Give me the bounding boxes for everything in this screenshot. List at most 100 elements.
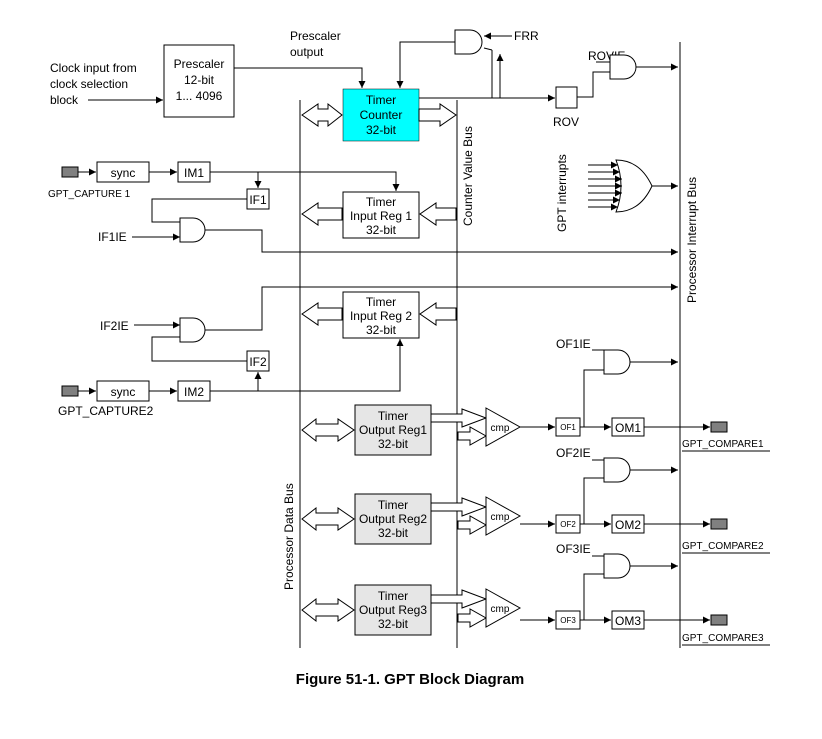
prescaler-output-label-1: Prescaler [290, 29, 341, 43]
output-reg3-cmp-arrow [430, 589, 488, 609]
if2ie-label: IF2IE [100, 319, 129, 333]
svg-text:OF3: OF3 [560, 616, 576, 625]
clock-input-label-1: Clock input from [50, 61, 137, 75]
svg-text:cmp: cmp [491, 604, 510, 615]
sync2-block: sync [96, 380, 150, 402]
svg-text:Timer: Timer [366, 195, 396, 209]
prescaler-output-label-2: output [290, 45, 324, 59]
if1ie-label: IF1IE [98, 230, 127, 244]
gpt-compare2-label: GPT_COMPARE2 [682, 541, 764, 552]
svg-text:sync: sync [111, 166, 136, 180]
svg-text:OF1: OF1 [560, 423, 576, 432]
of3-to-gate-wire [583, 573, 604, 620]
rov-to-gate-wire [577, 71, 610, 98]
gpt-compare3-pin [710, 614, 728, 626]
prescaler-block: Prescaler 12-bit 1... 4096 [163, 44, 235, 118]
of3-and-gate [603, 553, 631, 579]
input-reg1-data-arrow [301, 202, 343, 226]
svg-text:IM1: IM1 [184, 166, 204, 180]
svg-text:Timer: Timer [378, 409, 408, 423]
svg-text:32-bit: 32-bit [366, 123, 397, 137]
of3-block: OF3 [555, 610, 581, 630]
svg-text:Input Reg 2: Input Reg 2 [350, 309, 412, 323]
output-reg1-cmp-arrow [430, 408, 488, 428]
im2-block: IM2 [177, 380, 211, 402]
cmp3-block: cmp [485, 588, 522, 628]
of3ie-label: OF3IE [556, 542, 591, 556]
figure-caption: Figure 51-1. GPT Block Diagram [296, 671, 524, 688]
svg-text:sync: sync [111, 385, 136, 399]
of1ie-input [592, 349, 605, 355]
cvb-input-reg2-arrow [419, 302, 457, 326]
of2-and-gate [603, 457, 631, 483]
svg-text:OM3: OM3 [615, 614, 641, 628]
svg-text:Counter: Counter [360, 108, 403, 122]
svg-text:32-bit: 32-bit [378, 617, 409, 631]
gpt-compare1-pin [710, 421, 728, 433]
if2-block: IF2 [246, 350, 270, 372]
processor-interrupt-bus-label: Processor Interrupt Bus [685, 177, 699, 303]
cvb-cmp2-arrow [457, 515, 488, 535]
gpt-capture2-pin [61, 385, 79, 397]
im1-block: IM1 [177, 161, 211, 183]
cmp2-block: cmp [485, 496, 522, 536]
svg-text:Output Reg2: Output Reg2 [359, 512, 427, 526]
if2-gate-output [205, 283, 678, 331]
svg-text:32-bit: 32-bit [366, 323, 397, 337]
svg-text:32-bit: 32-bit [378, 526, 409, 540]
svg-text:Prescaler: Prescaler [174, 57, 225, 71]
cvb-cmp3-arrow [457, 608, 488, 628]
of2ie-label: OF2IE [556, 446, 591, 460]
if1-block: IF1 [246, 188, 270, 210]
output-reg1-block: Timer Output Reg1 32-bit [354, 404, 432, 456]
gpt-capture2-label: GPT_CAPTURE2 [58, 404, 154, 418]
svg-text:cmp: cmp [491, 423, 510, 434]
input-reg2-data-arrow [301, 302, 343, 326]
gpt-interrupt-inputs [588, 161, 622, 211]
prescaler-output-wire [234, 67, 366, 88]
svg-text:IF2: IF2 [249, 355, 267, 369]
if1-to-gate-wire [151, 198, 247, 223]
timer-counter-block: Timer Counter 32-bit [342, 88, 420, 142]
if1-gate-output [205, 229, 678, 256]
gpt-compare3-label: GPT_COMPARE3 [682, 633, 764, 644]
svg-text:Timer: Timer [366, 295, 396, 309]
svg-text:32-bit: 32-bit [378, 437, 409, 451]
svg-text:32-bit: 32-bit [366, 223, 397, 237]
svg-text:Timer: Timer [366, 93, 396, 107]
om1-block: OM1 [611, 417, 645, 437]
om2-block: OM2 [611, 514, 645, 534]
cmp1-block: cmp [485, 407, 522, 447]
counter-value-bus-label: Counter Value Bus [461, 126, 475, 226]
svg-text:12-bit: 12-bit [184, 73, 215, 87]
gpt-interrupts-label: GPT interrupts [555, 154, 569, 232]
if1-and-gate [179, 217, 206, 243]
timer-counter-cvb-arrow [418, 103, 457, 127]
of2-block: OF2 [555, 514, 581, 534]
output-reg1-data-arrow [301, 417, 355, 443]
input-reg2-block: Timer Input Reg 2 32-bit [342, 291, 420, 339]
frr-feedback [483, 47, 493, 51]
output-reg3-block: Timer Output Reg3 32-bit [354, 584, 432, 636]
sync1-block: sync [96, 161, 150, 183]
svg-text:Input Reg 1: Input Reg 1 [350, 209, 412, 223]
frr-and-gate [454, 29, 483, 55]
svg-text:IF1: IF1 [249, 193, 267, 207]
rovie-and-gate [609, 54, 637, 80]
if2-to-gate-wire [151, 336, 247, 362]
svg-text:IM2: IM2 [184, 385, 204, 399]
rov-box [555, 86, 578, 109]
input-reg1-block: Timer Input Reg 1 32-bit [342, 191, 420, 239]
of1-and-gate [603, 349, 631, 375]
clock-input-label-2: clock selection [50, 77, 128, 91]
gpt-capture1-label: GPT_CAPTURE 1 [48, 189, 131, 200]
output-reg3-data-arrow [301, 597, 355, 623]
svg-text:Output Reg3: Output Reg3 [359, 603, 427, 617]
of2ie-input [592, 459, 605, 463]
processor-data-bus-label: Processor Data Bus [282, 483, 296, 590]
gpt-compare2-pin [710, 518, 728, 530]
svg-text:Output Reg1: Output Reg1 [359, 423, 427, 437]
svg-text:OF2: OF2 [560, 520, 576, 529]
of3ie-input [592, 555, 605, 559]
